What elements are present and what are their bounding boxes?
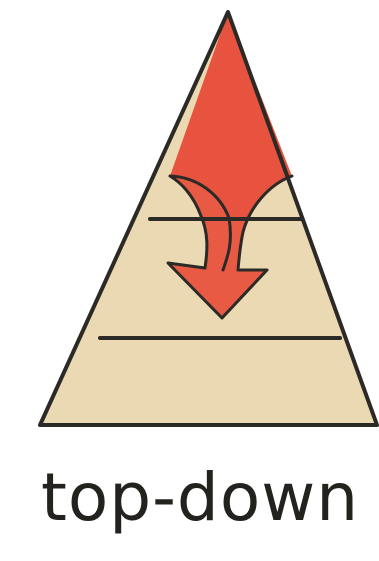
diagram-caption: top-down [41, 459, 359, 536]
